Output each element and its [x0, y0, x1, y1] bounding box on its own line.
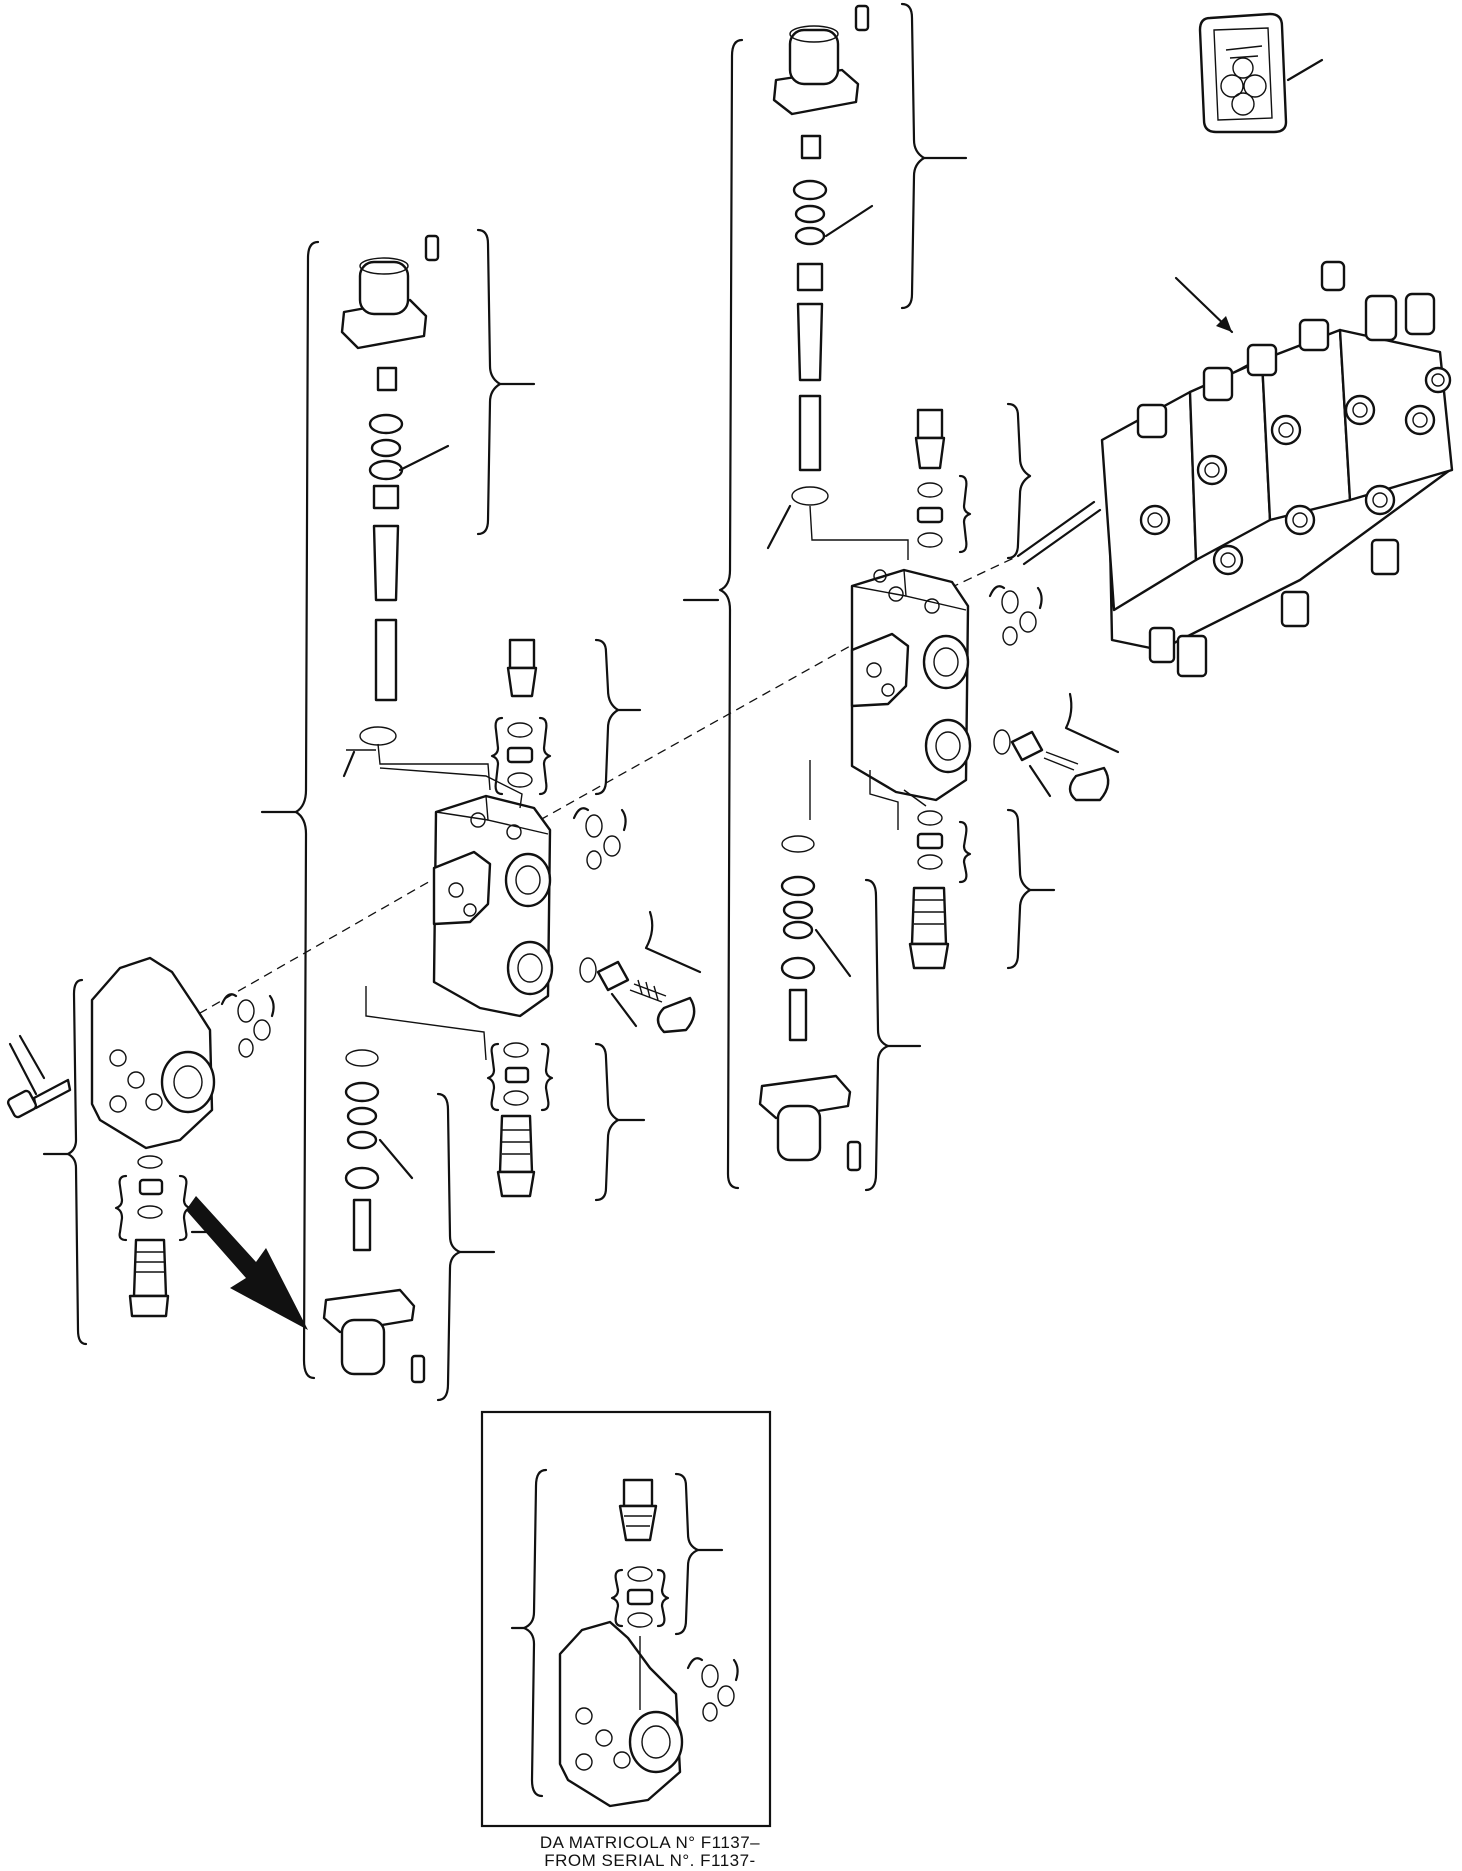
- bracket-right: [476, 228, 502, 536]
- relief-valve-cartridge-icon: [490, 638, 552, 796]
- bracket-right: [864, 878, 890, 1192]
- relief-valve-cartridge-icon: [486, 1042, 554, 1198]
- valve-section-icon: [850, 568, 972, 802]
- serial-caption-italian: DA MATRICOLA N° F1137–: [539, 1833, 761, 1852]
- bracket-right: [594, 1042, 620, 1202]
- axis-leader: [869, 770, 927, 830]
- group-bracket: [294, 240, 320, 1380]
- bracket-right: [594, 638, 620, 796]
- solenoid-valve-icon: [340, 234, 491, 791]
- assembly-axis-line: [949, 555, 1019, 589]
- relief-valve-cartridge-icon: [610, 1478, 670, 1628]
- o-ring-icon: [988, 585, 1043, 646]
- relief-valve-cartridge-icon: [128, 1155, 170, 1318]
- view-direction-arrow-icon: [186, 1196, 308, 1330]
- o-ring-icon: [686, 1657, 739, 1722]
- inlet-cover-icon: [90, 956, 216, 1150]
- assembly-axis-line: [159, 879, 433, 1037]
- relief-valve-cartridge-icon: [908, 810, 972, 970]
- assembly-axis-line: [539, 644, 853, 821]
- tractor-loader-badge-icon: [1198, 12, 1324, 134]
- control-valve-assembly-icon: [1016, 260, 1454, 678]
- bracket-right: [900, 2, 926, 310]
- bracket-right: [436, 1092, 462, 1402]
- valve-section-icon: [379, 767, 554, 1018]
- solenoid-valve-icon: [766, 4, 909, 560]
- solenoid-valve-icon: [322, 986, 487, 1384]
- relief-valve-cartridge-icon: [914, 408, 972, 554]
- group-bracket: [718, 38, 744, 1190]
- screw-icon: [6, 1034, 72, 1119]
- inset-detail-box: [480, 1410, 772, 1828]
- plug-icon: [579, 910, 702, 1034]
- serial-caption-english: FROM SERIAL N°. F1137-: [544, 1851, 756, 1870]
- solenoid-valve-icon: [758, 760, 862, 1172]
- o-ring-icon: [220, 993, 275, 1058]
- inlet-cover-icon: [558, 1620, 684, 1808]
- bracket-right: [1006, 402, 1032, 560]
- o-ring-icon: [572, 807, 627, 870]
- bracket-right: [1006, 808, 1032, 970]
- bracket-left: [114, 1174, 128, 1242]
- group-bracket: [66, 978, 88, 1346]
- plug-icon: [993, 692, 1120, 802]
